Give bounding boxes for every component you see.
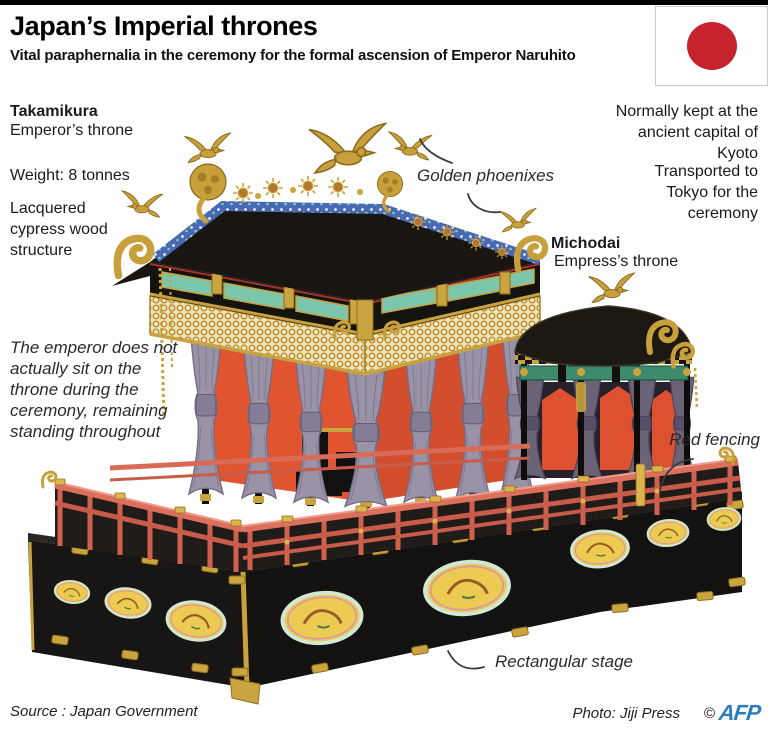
golden-phoenixes-label: Golden phoenixes xyxy=(417,166,555,185)
hinomaru-circle-icon xyxy=(686,22,737,70)
transported-label: Transported to Tokyo for the ceremony xyxy=(654,163,758,223)
gold-column-ornaments xyxy=(520,368,691,412)
annotation-lines xyxy=(419,138,694,670)
rectangular-stage-label: Rectangular stage xyxy=(495,652,633,671)
japan-flag xyxy=(655,6,768,86)
michodai-label: Michodai xyxy=(551,235,621,252)
top-black-bar xyxy=(0,0,768,5)
stage-base xyxy=(28,492,746,705)
afp-wordmark: AFP xyxy=(717,700,762,725)
red-fencing-label: Red fencing xyxy=(669,430,760,449)
michodai-curtain-openings xyxy=(542,386,680,470)
michodai-canopy xyxy=(514,272,699,480)
takamikura-canopy xyxy=(112,122,545,508)
afp-logo: © AFP xyxy=(703,700,762,726)
structure-label: Lacquered cypress wood structure xyxy=(10,200,108,260)
red-fencing xyxy=(41,443,742,572)
kept-at-kyoto-label: Normally kept at the ancient capital of … xyxy=(615,103,758,163)
source-credit: Source : Japan Government xyxy=(10,703,198,720)
photo-credit: Photo: Jiji Press xyxy=(572,705,680,722)
takamikura-label: Takamikura xyxy=(10,103,98,120)
page-subtitle: Vital paraphernalia in the ceremony for … xyxy=(10,47,576,64)
copyright-symbol: © xyxy=(703,704,715,722)
page-title: Japan’s Imperial thrones xyxy=(10,11,318,41)
takamikura-description: Emperor’s throne xyxy=(10,122,134,139)
weight-label: Weight: 8 tonnes xyxy=(10,167,130,184)
emperor-note: The emperor does not actually sit on the… xyxy=(10,338,178,442)
michodai-description: Empress’s throne xyxy=(554,253,679,270)
